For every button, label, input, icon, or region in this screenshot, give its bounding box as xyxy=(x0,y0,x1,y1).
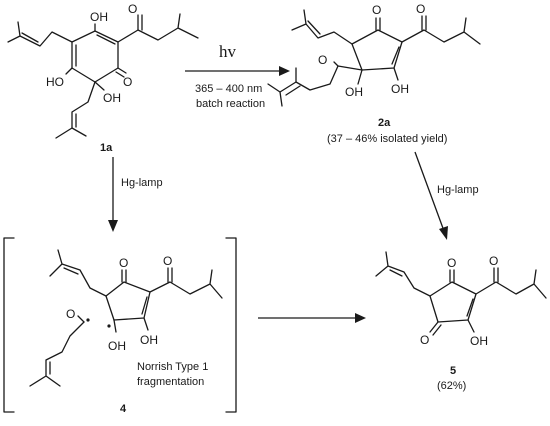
compound-2a-side-o: O xyxy=(318,53,327,67)
compound-1a: OH O O HO OH 1a xyxy=(7,2,199,154)
compound-2a-ring xyxy=(351,29,403,71)
bracket-left xyxy=(3,237,15,413)
compound-1a-prenyl-top-double xyxy=(21,32,39,43)
compound-4: O O O OH OH Norrish Type 1 fragmentation… xyxy=(29,249,223,415)
arrow-right-line xyxy=(414,151,445,232)
compound-4-ketone-o: O xyxy=(119,256,128,270)
compound-2a-side-double xyxy=(285,85,301,96)
arrow-top-wavelength: 365 – 400 nm xyxy=(195,83,262,95)
arrow-left: Hg-lamp xyxy=(108,157,163,232)
compound-2a-oh-left: OH xyxy=(345,85,363,99)
compound-1a-ho-bond xyxy=(65,67,73,75)
compound-2a-prenyl-double xyxy=(307,20,321,35)
compound-4-oh-bond xyxy=(143,317,149,331)
compound-4-note-line1: Norrish Type 1 xyxy=(137,361,208,373)
compound-4-ring xyxy=(105,281,151,321)
compound-5-ketone-bottom-double xyxy=(432,324,442,336)
compound-4-ho: OH xyxy=(108,339,126,353)
compound-4-acyl-o: O xyxy=(163,254,172,268)
compound-2a: O O O OH OH 2a (37 – 46% isolated yield) xyxy=(267,2,481,145)
compound-4-radical-dot xyxy=(107,324,111,328)
compound-4-oh: OH xyxy=(140,333,158,347)
arrow-top-batch: batch reaction xyxy=(196,98,265,110)
compound-4-prenyl-double xyxy=(63,267,79,275)
compound-1a-acyl-chain xyxy=(117,13,199,43)
compound-2a-side-co xyxy=(333,61,339,67)
compound-5-ketone-bottom xyxy=(429,321,439,333)
compound-5-yield: (62%) xyxy=(437,380,466,392)
compound-2a-c5-oh-bond xyxy=(357,69,363,85)
compound-5-label: 5 xyxy=(450,365,456,377)
compound-2a-ketone-o: O xyxy=(372,3,381,17)
compound-1a-acyl-o: O xyxy=(128,2,137,16)
compound-1a-oh-bottom: OH xyxy=(103,91,121,105)
compound-2a-acyl-o: O xyxy=(416,2,425,16)
compound-4-fragment-o: O xyxy=(66,307,75,321)
arrow-top-head xyxy=(279,66,290,76)
compound-5-ring xyxy=(429,281,477,323)
compound-2a-oh-right: OH xyxy=(391,82,409,96)
compound-2a-yield: (37 – 46% isolated yield) xyxy=(327,133,447,145)
compound-5-ketone-top-o: O xyxy=(447,256,456,270)
compound-4-note-line2: fragmentation xyxy=(137,376,204,388)
compound-4-label: 4 xyxy=(120,403,127,415)
compound-5-acyl-o: O xyxy=(489,254,498,268)
compound-1a-oh-bottom-bond xyxy=(94,81,105,91)
compound-1a-ketone-double xyxy=(115,71,125,78)
compound-1a-prenyl-bottom xyxy=(55,81,96,139)
compound-4-fragment-chain xyxy=(29,321,85,387)
compound-5-acyl-chain xyxy=(475,269,547,299)
compound-5: O O O OH 5 (62%) xyxy=(375,251,547,392)
compound-1a-prenyl-top xyxy=(19,31,73,47)
compound-5-oh-bond xyxy=(467,319,475,333)
arrow-right-head xyxy=(439,226,448,240)
compound-2a-oh-bond xyxy=(393,67,399,81)
arrow-middle xyxy=(258,313,366,323)
arrow-top: hv 365 – 400 nm batch reaction xyxy=(185,42,290,110)
compound-1a-ketone xyxy=(117,67,127,74)
compound-1a-ring-double xyxy=(96,34,116,45)
compound-5-prenyl-double xyxy=(389,269,403,277)
compound-2a-side-methyls xyxy=(267,67,297,107)
compound-1a-label: 1a xyxy=(100,142,113,154)
compound-2a-acyl-chain xyxy=(401,17,481,45)
compound-1a-ring xyxy=(71,30,119,83)
compound-5-ketone-bottom-o: O xyxy=(420,333,429,347)
compound-4-acyl-chain xyxy=(149,269,223,299)
compound-4-fragment-co xyxy=(77,315,85,323)
compound-4-ring-double xyxy=(141,296,148,315)
bracket-right xyxy=(225,237,237,413)
arrow-right-label: Hg-lamp xyxy=(437,184,479,196)
arrow-top-hv: hv xyxy=(219,42,237,61)
compound-1a-prenyl-bottom-methyl xyxy=(71,127,87,137)
compound-2a-ring-double xyxy=(391,46,400,65)
compound-2a-prenyl xyxy=(291,9,353,45)
arrow-right: Hg-lamp xyxy=(414,151,479,240)
compound-4-ho-bond xyxy=(113,319,117,333)
compound-2a-side-chain xyxy=(279,65,363,93)
arrow-left-label: Hg-lamp xyxy=(121,177,163,189)
compound-5-oh: OH xyxy=(470,334,488,348)
compound-5-prenyl xyxy=(375,251,431,297)
compound-5-ring-double xyxy=(466,298,474,317)
intermediate-brackets xyxy=(3,237,237,413)
compound-1a-ring-o: O xyxy=(123,75,132,89)
compound-4-prenyl xyxy=(49,249,107,297)
compound-4-fragment-radical-dot xyxy=(86,318,90,322)
arrow-middle-head xyxy=(355,313,366,323)
compound-1a-oh-top: OH xyxy=(90,10,108,24)
arrow-left-head xyxy=(108,220,118,232)
compound-1a-ho-left: HO xyxy=(46,75,64,89)
compound-2a-label: 2a xyxy=(378,117,391,129)
compound-1a-prenyl-top-methyls xyxy=(7,21,21,43)
